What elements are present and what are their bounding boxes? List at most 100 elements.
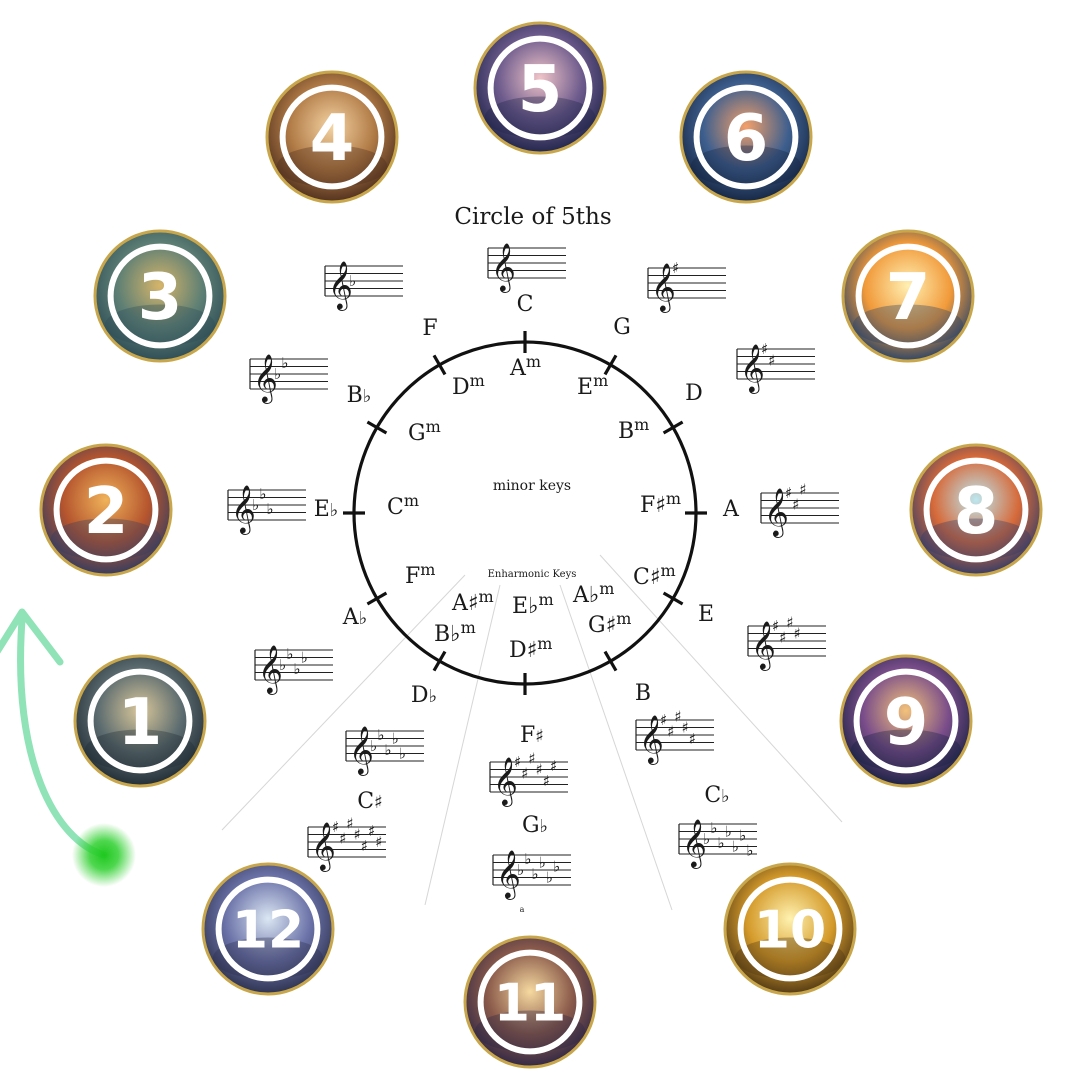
medallion-inner-ring (855, 243, 961, 349)
treble-clef-icon: 𝄞 (496, 849, 521, 900)
medallion-number: 10 (754, 901, 826, 961)
medallion-number: 7 (886, 261, 931, 335)
minor-key-f-sharp-m: F♯m (640, 489, 681, 518)
major-key-db: D♭ (411, 683, 437, 708)
medallion-number: 12 (232, 901, 304, 961)
treble-clef-icon: 𝄞 (349, 725, 374, 776)
major-key-g-flat: G♭ (522, 813, 548, 838)
key-signature-staff: 𝄞♯♯♯ (760, 480, 839, 538)
flat-icon: ♭ (710, 819, 717, 837)
medallion-inner-ring (737, 876, 843, 982)
medallion-inner-ring (923, 457, 1029, 563)
medallion-3[interactable]: 3 (93, 229, 227, 363)
flat-icon: ♭ (266, 500, 273, 518)
minor-key-e-flat-m: E♭m (512, 590, 554, 619)
treble-clef-icon: 𝄞 (682, 818, 707, 869)
sharp-icon: ♯ (375, 833, 382, 851)
treble-clef-icon: 𝄞 (491, 242, 516, 293)
minor-key-g-sharp-m: G♯m (588, 609, 631, 638)
medallion-5[interactable]: 5 (473, 21, 607, 155)
medallion-image (473, 21, 607, 155)
flat-icon: ♭ (539, 854, 546, 872)
key-signature-staff: 𝄞♯♯♯♯♯ (635, 707, 714, 765)
medallion-number: 9 (884, 686, 929, 760)
sharp-icon: ♯ (521, 764, 528, 782)
medallion-1[interactable]: 1 (73, 654, 207, 788)
medallion-7[interactable]: 7 (841, 229, 975, 363)
flat-icon: ♭ (259, 485, 266, 503)
medallion-9[interactable]: 9 (839, 654, 973, 788)
major-key-c-sharp: C♯ (357, 789, 383, 814)
sharp-icon: ♯ (660, 711, 667, 729)
medallion-inner-ring (693, 84, 799, 190)
flat-icon: ♭ (399, 745, 406, 763)
sharp-icon: ♯ (528, 749, 535, 767)
medallion-inner-ring (853, 668, 959, 774)
medallion-8[interactable]: 8 (909, 443, 1043, 577)
medallion-number: 6 (724, 102, 769, 176)
sharp-icon: ♯ (799, 480, 806, 498)
minor-key-dm: Dm (452, 371, 485, 400)
ring-tick (603, 354, 618, 376)
medallion-4[interactable]: 4 (265, 70, 399, 204)
medallion-image (73, 654, 207, 788)
minor-key-labels: Am Em Bm F♯m C♯m G♯m D♯m E♭m A♭m B♭m A♯m… (387, 352, 681, 663)
sharp-icon: ♯ (346, 814, 353, 832)
sharp-icon: ♯ (543, 772, 550, 790)
key-signature-staff: 𝄞♭♭♭♭ (254, 644, 333, 695)
key-signature-staff: 𝄞♯♯ (736, 340, 815, 394)
treble-clef-icon: 𝄞 (311, 821, 336, 872)
medallion-image (679, 70, 813, 204)
flat-icon: ♭ (553, 857, 560, 875)
treble-clef-icon: 𝄞 (764, 487, 789, 538)
medallion-10[interactable]: 10 (723, 862, 857, 996)
major-key-c: C (517, 292, 534, 317)
medallion-number: 2 (84, 475, 129, 549)
major-key-bb: B♭ (347, 383, 372, 408)
medallion-2[interactable]: 2 (39, 443, 173, 577)
flat-icon: ♭ (281, 354, 288, 372)
flat-icon: ♭ (732, 838, 739, 856)
medallion-image (909, 443, 1043, 577)
flat-icon: ♭ (252, 496, 259, 514)
key-signature-staff: 𝄞♯ (647, 259, 726, 313)
treble-clef-icon: 𝄞 (639, 714, 664, 765)
medallion-inner-ring (487, 35, 593, 141)
medallion-number: 3 (138, 261, 183, 335)
treble-clef-icon: 𝄞 (328, 260, 353, 311)
treble-clef-icon: 𝄞 (751, 620, 776, 671)
minor-key-gm: Gm (408, 417, 441, 446)
key-signature-staffs: 𝄞𝄞♯𝄞♯♯𝄞♯♯♯𝄞♯♯♯♯𝄞♯♯♯♯♯𝄞♭♭♭♭♭𝄞♭♭♭♭𝄞♭♭♭𝄞♭♭𝄞… (227, 242, 839, 900)
sharp-icon: ♯ (514, 753, 521, 771)
flat-icon: ♭ (517, 861, 524, 879)
flat-icon: ♭ (286, 645, 293, 663)
flat-icon: ♭ (717, 834, 724, 852)
medallion-number: 1 (118, 686, 163, 760)
medallion-12[interactable]: 12 (201, 862, 335, 996)
progress-arrow (0, 608, 136, 887)
ring-tick (662, 420, 684, 435)
sharp-icon: ♯ (536, 761, 543, 779)
major-key-eb: E♭ (314, 497, 339, 522)
key-signature-staff: 𝄞♭♭♭♭♭♭ (492, 849, 571, 900)
medallion-image (463, 935, 597, 1069)
diagram-title: Circle of 5ths (454, 204, 611, 230)
minor-key-c-sharp-m: C♯m (633, 561, 676, 590)
major-key-c-flat: C♭ (704, 783, 729, 808)
medallion-11[interactable]: 11 (463, 935, 597, 1069)
sharp-icon: ♯ (761, 340, 768, 358)
flat-icon: ♭ (546, 869, 553, 887)
flat-icon: ♭ (377, 726, 384, 744)
major-key-g: G (613, 315, 631, 340)
key-signature-staff: 𝄞♯♯♯♯♯♯ (489, 749, 568, 807)
treble-clef-icon: 𝄞 (740, 343, 765, 394)
medallion-image (39, 443, 173, 577)
sharp-icon: ♯ (785, 484, 792, 502)
treble-clef-icon: 𝄞 (651, 262, 676, 313)
key-signature-staff: 𝄞♯♯♯♯♯♯♯ (307, 814, 386, 872)
medallion-inner-ring (279, 84, 385, 190)
green-dot-icon[interactable] (72, 823, 136, 887)
medallion-6[interactable]: 6 (679, 70, 813, 204)
medallion-number: 8 (954, 475, 999, 549)
